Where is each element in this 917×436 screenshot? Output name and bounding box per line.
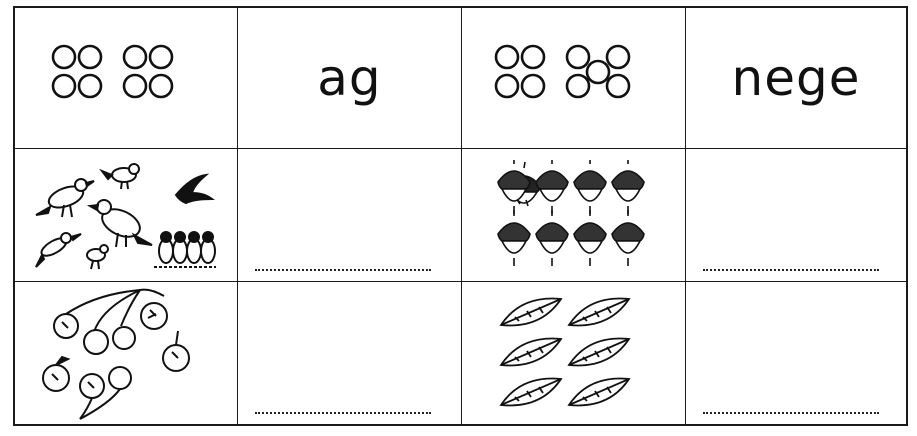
answer-cell-cherries[interactable] [238, 282, 462, 424]
answer-dotted-line[interactable] [255, 412, 431, 414]
word-ten: nege [731, 49, 861, 107]
cherries-picture [42, 288, 190, 420]
birds-picture-cell [15, 149, 238, 282]
answer-dotted-line[interactable] [703, 412, 879, 414]
eight-circles-icon [51, 44, 174, 99]
answer-cell-acorns[interactable] [686, 149, 906, 282]
leaves-picture-cell [462, 282, 686, 424]
header-cell-circles-nine [462, 8, 686, 149]
header-cell-word-two: ag [238, 8, 462, 149]
word-two: ag [317, 49, 382, 107]
worksheet-table: ag nege [13, 6, 908, 426]
answer-dotted-line[interactable] [255, 269, 431, 271]
header-cell-circles-eight [15, 8, 238, 149]
nine-circles-icon [494, 44, 630, 99]
cherries-picture-cell [15, 282, 238, 424]
answer-dotted-line[interactable] [703, 269, 879, 271]
acorns-picture [496, 160, 645, 266]
acorns-picture-cell [462, 149, 686, 282]
birds-picture [35, 163, 216, 270]
leaves-picture [498, 297, 631, 406]
answer-cell-leaves[interactable] [686, 282, 906, 424]
header-cell-word-ten: nege [686, 8, 906, 149]
answer-cell-birds[interactable] [238, 149, 462, 282]
